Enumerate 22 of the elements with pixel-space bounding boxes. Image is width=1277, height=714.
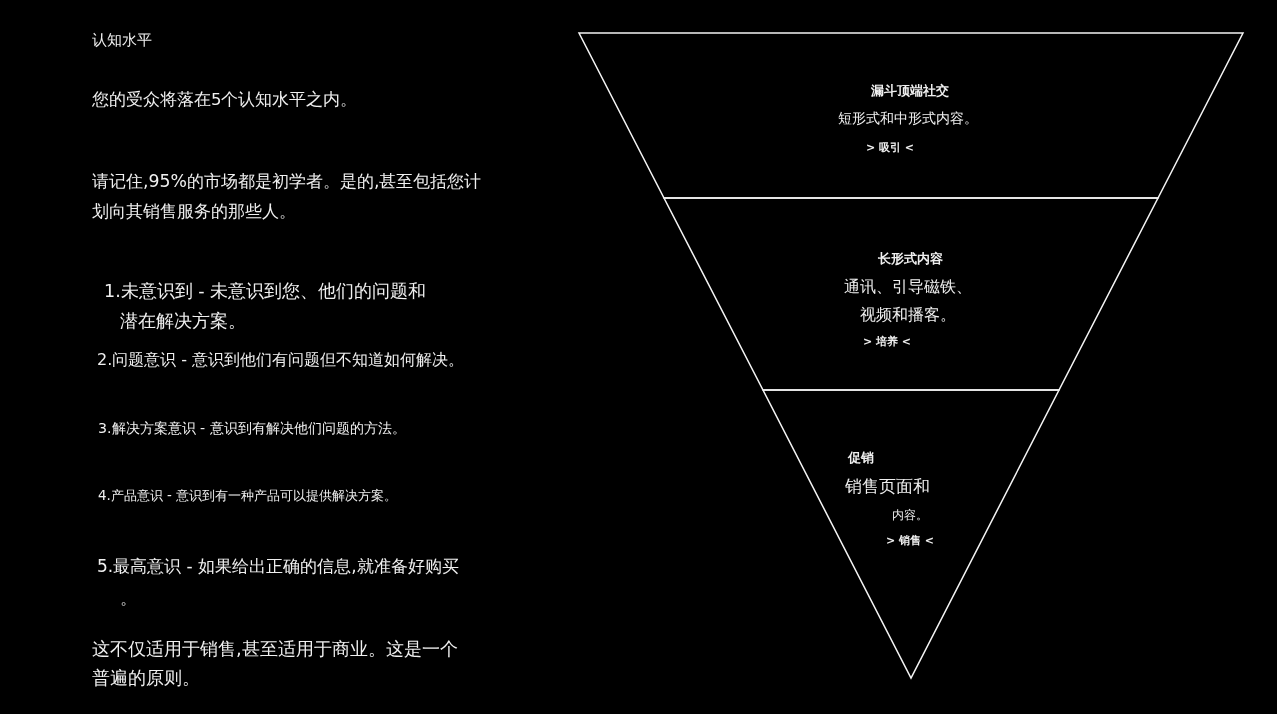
list-item: 5.最高意识 - 如果给出正确的信息,就准备好购买。 xyxy=(97,555,460,610)
section-text: 内容。 xyxy=(892,507,928,523)
stage-label: > 吸引 < xyxy=(865,140,915,155)
section-text: 短形式和中形式内容。 xyxy=(838,110,978,127)
list-item: 4.产品意识 - 意识到有一种产品可以提供解决方案。 xyxy=(98,488,398,504)
section-text: 通讯、引导磁铁、视频和播客。 xyxy=(843,276,973,326)
list-item: 3.解决方案意识 - 意识到有解决他们问题的方法。 xyxy=(98,419,406,437)
section-text: 销售页面和 xyxy=(845,476,930,497)
stage-label: > 培养 < xyxy=(862,334,912,349)
funnel-section xyxy=(664,198,1158,390)
section-heading: 长形式内容 xyxy=(877,251,943,267)
section-heading: 促销 xyxy=(848,450,874,466)
list-item: 2.问题意识 - 意识到他们有问题但不知道如何解决。 xyxy=(97,349,465,371)
stage-label: > 销售 < xyxy=(885,533,935,548)
list-item: 1.未意识到 - 未意识到您、他们的问题和潜在解决方案。 xyxy=(104,280,428,333)
heading: 认知水平 xyxy=(92,31,152,49)
paragraph: 这不仅适用于销售,甚至适用于商业。这是一个普遍的原则。 xyxy=(92,637,459,690)
funnel-section xyxy=(579,33,1243,198)
section-heading: 漏斗顶端社交 xyxy=(871,83,949,99)
funnel-tip xyxy=(763,390,1059,678)
paragraph: 请记住,95%的市场都是初学者。是的,甚至包括您计划向其销售服务的那些人。 xyxy=(92,170,483,223)
paragraph: 您的受众将落在5个认知水平之内。 xyxy=(92,89,358,111)
